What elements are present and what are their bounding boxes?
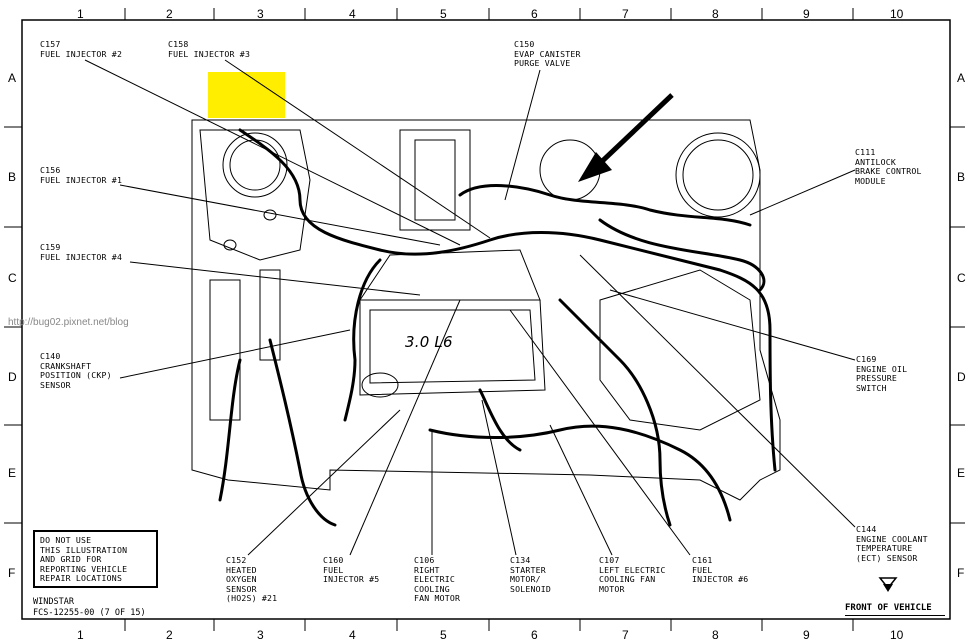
disclaimer-text: DO NOT USE THIS ILLUSTRATION AND GRID FO… bbox=[40, 535, 128, 584]
c106-id: C106 bbox=[414, 555, 435, 565]
c111-id: C111 bbox=[855, 147, 876, 157]
grid-row-f-right: F bbox=[957, 566, 965, 580]
c158-name: FUEL INJECTOR #3 bbox=[168, 48, 251, 59]
grid-row-e-right: E bbox=[957, 466, 966, 480]
front-of-vehicle-underline bbox=[845, 615, 945, 616]
callout-c150: C150 EVAP CANISTER PURGE VALVE bbox=[514, 39, 581, 69]
c107-id: C107 bbox=[599, 555, 620, 565]
grid-row-e-left: E bbox=[8, 466, 17, 480]
c150-id: C150 bbox=[514, 39, 535, 49]
grid-col-6-top: 6 bbox=[531, 7, 538, 21]
grid-border bbox=[21, 19, 951, 620]
footer-vehicle: WINDSTAR bbox=[33, 597, 74, 607]
grid-col-9-top: 9 bbox=[803, 7, 810, 21]
c107-name: LEFT ELECTRIC COOLING FAN MOTOR bbox=[599, 564, 666, 594]
grid-col-6-bottom: 6 bbox=[531, 628, 538, 642]
pointer-arrow bbox=[578, 93, 674, 182]
c106-name: RIGHT ELECTRIC COOLING FAN MOTOR bbox=[414, 564, 461, 604]
engine-bay-outline bbox=[191, 119, 781, 501]
grid-col-10-top: 10 bbox=[890, 7, 904, 21]
callout-c156: C156 FUEL INJECTOR #1 bbox=[40, 165, 123, 185]
callout-c157: C157 FUEL INJECTOR #2 bbox=[40, 39, 123, 59]
grid-row-a-right: A bbox=[957, 71, 966, 85]
grid-col-1-top: 1 bbox=[77, 7, 84, 21]
c157-name: FUEL INJECTOR #2 bbox=[40, 48, 123, 59]
c111-name: ANTILOCK BRAKE CONTROL MODULE bbox=[855, 156, 922, 186]
callout-c107: C107 LEFT ELECTRIC COOLING FAN MOTOR bbox=[599, 555, 666, 594]
c160-name: FUEL INJECTOR #5 bbox=[323, 564, 380, 585]
front-of-vehicle-label: FRONT OF VEHICLE bbox=[845, 603, 932, 613]
engine-size-label: 3.0 L6 bbox=[405, 333, 453, 351]
callout-c161: C161 FUEL INJECTOR #6 bbox=[692, 555, 749, 585]
front-arrow-icon bbox=[878, 577, 898, 592]
callout-c134: C134 STARTER MOTOR/ SOLENOID bbox=[510, 555, 552, 594]
watermark: http://bug02.pixnet.net/blog bbox=[8, 317, 129, 328]
c140-name: CRANKSHAFT POSITION (CKP) SENSOR bbox=[40, 360, 112, 390]
grid-row-a-left: A bbox=[8, 71, 17, 85]
footer-code: FCS-12255-00 (7 OF 15) bbox=[33, 608, 146, 618]
grid-row-d-right: D bbox=[957, 370, 966, 384]
grid-row-b-right: B bbox=[957, 170, 966, 184]
callout-c159: C159 FUEL INJECTOR #4 bbox=[40, 242, 123, 262]
c152-id: C152 bbox=[226, 555, 247, 565]
c134-id: C134 bbox=[510, 555, 531, 565]
grid-row-b-left: B bbox=[8, 170, 17, 184]
grid-col-10-bottom: 10 bbox=[890, 628, 904, 642]
grid-col-7-top: 7 bbox=[622, 7, 629, 21]
c157-id: C157 bbox=[40, 39, 61, 49]
grid-row-f-left: F bbox=[8, 566, 16, 580]
c169-id: C169 bbox=[856, 354, 877, 364]
c169-name: ENGINE OIL PRESSURE SWITCH bbox=[856, 363, 908, 393]
grid-row-d-left: D bbox=[8, 370, 17, 384]
c140-id: C140 bbox=[40, 351, 61, 361]
c134-name: STARTER MOTOR/ SOLENOID bbox=[510, 564, 552, 594]
c160-id: C160 bbox=[323, 555, 344, 565]
c152-name: HEATED OXYGEN SENSOR (HO2S) #21 bbox=[226, 564, 278, 604]
grid-col-9-bottom: 9 bbox=[803, 628, 810, 642]
grid-row-c-left: C bbox=[8, 271, 17, 285]
callout-c140: C140 CRANKSHAFT POSITION (CKP) SENSOR bbox=[40, 351, 112, 390]
grid-col-2-bottom: 2 bbox=[166, 628, 173, 642]
grid-col-3-top: 3 bbox=[257, 7, 264, 21]
grid-col-8-top: 8 bbox=[712, 7, 719, 21]
callout-c111: C111 ANTILOCK BRAKE CONTROL MODULE bbox=[855, 147, 922, 186]
callout-c160: C160 FUEL INJECTOR #5 bbox=[323, 555, 380, 585]
callout-c152: C152 HEATED OXYGEN SENSOR (HO2S) #21 bbox=[226, 555, 278, 604]
grid-col-5-top: 5 bbox=[440, 7, 447, 21]
grid-col-1-bottom: 1 bbox=[77, 628, 84, 642]
disclaimer-box: DO NOT USE THIS ILLUSTRATION AND GRID FO… bbox=[33, 530, 158, 588]
grid-ticks bbox=[4, 8, 965, 631]
callout-c158: C158 FUEL INJECTOR #3 bbox=[168, 39, 251, 59]
grid-col-5-bottom: 5 bbox=[440, 628, 447, 642]
c156-id: C156 bbox=[40, 165, 61, 175]
highlight-marker bbox=[208, 72, 285, 118]
grid-col-3-bottom: 3 bbox=[257, 628, 264, 642]
callout-c169: C169 ENGINE OIL PRESSURE SWITCH bbox=[856, 354, 908, 393]
grid-col-4-top: 4 bbox=[349, 7, 356, 21]
callout-c106: C106 RIGHT ELECTRIC COOLING FAN MOTOR bbox=[414, 555, 461, 604]
leader-lines bbox=[84, 59, 856, 556]
grid-col-2-top: 2 bbox=[166, 7, 173, 21]
c144-name: ENGINE COOLANT TEMPERATURE (ECT) SENSOR bbox=[856, 533, 928, 563]
c159-name: FUEL INJECTOR #4 bbox=[40, 251, 123, 262]
c161-id: C161 bbox=[692, 555, 713, 565]
grid-col-7-bottom: 7 bbox=[622, 628, 629, 642]
c144-id: C144 bbox=[856, 524, 877, 534]
callout-c144: C144 ENGINE COOLANT TEMPERATURE (ECT) SE… bbox=[856, 524, 928, 563]
grid-col-8-bottom: 8 bbox=[712, 628, 719, 642]
c158-id: C158 bbox=[168, 39, 189, 49]
grid-row-c-right: C bbox=[957, 271, 966, 285]
c150-name: EVAP CANISTER PURGE VALVE bbox=[514, 48, 581, 69]
c156-name: FUEL INJECTOR #1 bbox=[40, 174, 123, 185]
c159-id: C159 bbox=[40, 242, 61, 252]
wiring-harness bbox=[218, 128, 777, 527]
c161-name: FUEL INJECTOR #6 bbox=[692, 564, 749, 585]
grid-col-4-bottom: 4 bbox=[349, 628, 356, 642]
